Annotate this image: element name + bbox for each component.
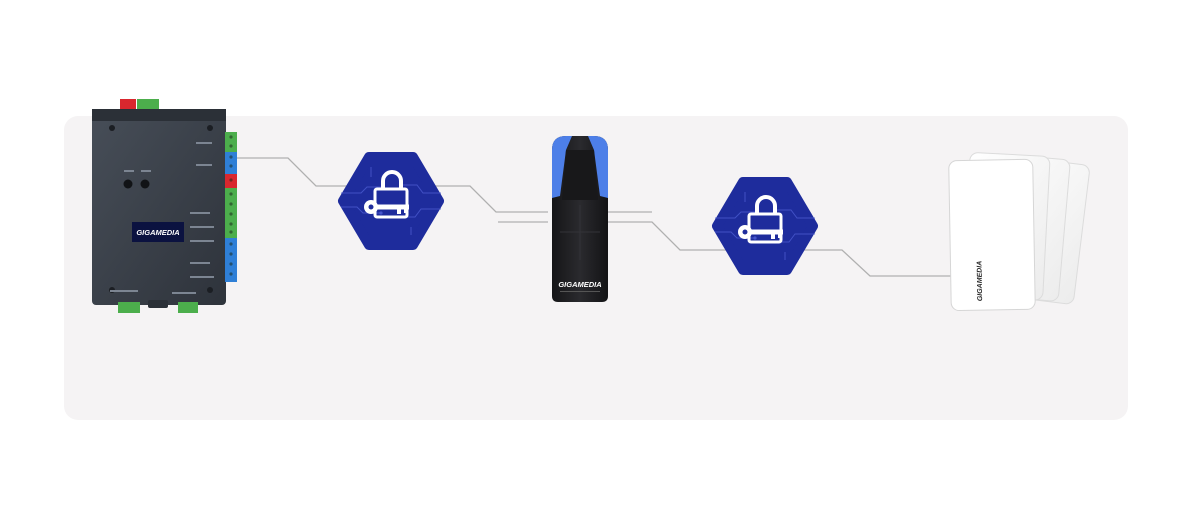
access-controller: GIGAMEDIA xyxy=(92,99,237,313)
reader-blue-accent-right xyxy=(588,136,608,198)
lock-key-icon xyxy=(738,195,783,244)
terminal-block-top-green xyxy=(137,99,159,112)
controller-body xyxy=(92,109,226,305)
connection-lines xyxy=(236,157,980,277)
terminal-block-bottom-right xyxy=(178,302,198,313)
rfid-card-stack: GIGAMEDIA xyxy=(948,152,1090,312)
controller-bell-button xyxy=(140,179,150,189)
connector-controller-lock xyxy=(236,157,352,187)
secure-lock-hexagon-2 xyxy=(712,177,818,275)
card-reader: GIGAMEDIA xyxy=(552,136,608,302)
controller-logo: GIGAMEDIA xyxy=(136,228,179,237)
reader-logo: GIGAMEDIA xyxy=(558,280,601,289)
card-logo: GIGAMEDIA xyxy=(976,261,984,302)
connector-reader-lock-2 xyxy=(606,221,726,251)
terminal-strip-right xyxy=(225,132,237,282)
connector-lock-card xyxy=(804,249,980,277)
controller-exit-button xyxy=(123,179,133,189)
connector-lock-reader xyxy=(430,185,548,213)
terminal-block-top-red xyxy=(120,99,136,112)
terminal-block-bottom-left xyxy=(118,302,140,313)
lock-key-icon xyxy=(364,170,409,219)
secure-lock-hexagon-1 xyxy=(338,152,444,250)
rfid-card-front: GIGAMEDIA xyxy=(948,158,1036,312)
controller-logo-plate xyxy=(132,222,184,242)
reader-blue-accent-left xyxy=(552,136,572,198)
